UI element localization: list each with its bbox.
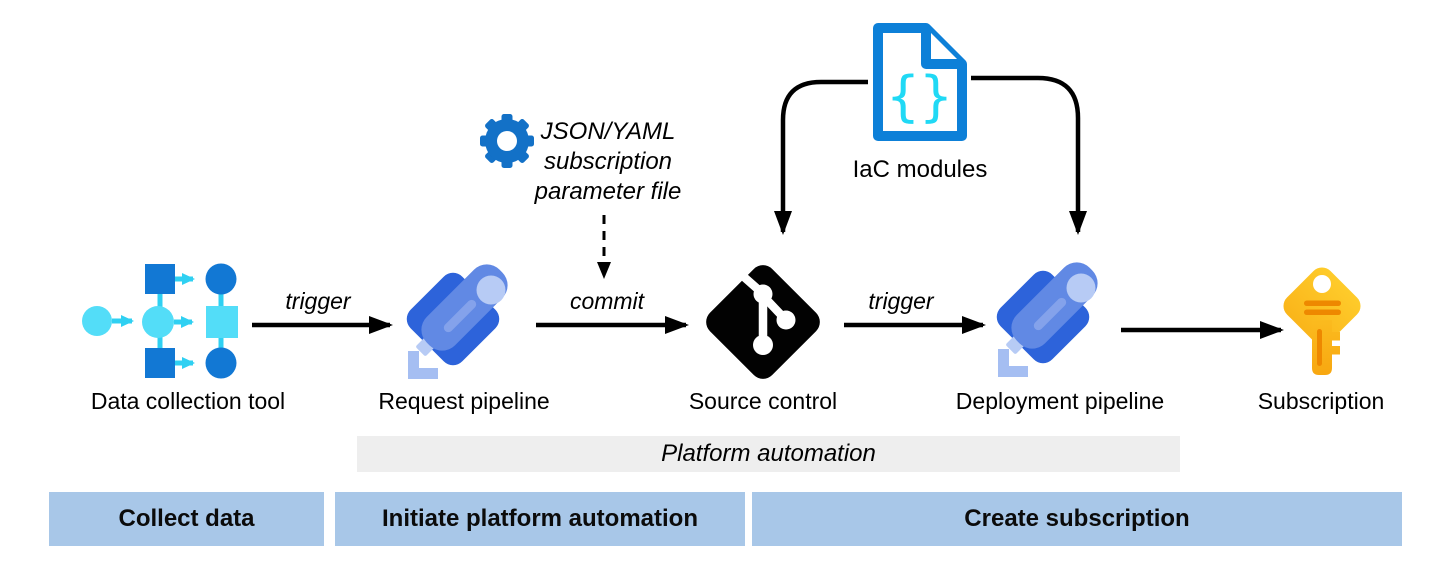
edge-label-trigger-2: trigger — [868, 288, 934, 314]
phase-initiate-label: Initiate platform automation — [381, 505, 698, 532]
phase-bar-collect-data: Collect data — [49, 492, 324, 546]
parameter-file-caption-line1: JSON/YAML — [540, 118, 676, 145]
brace-close-glyph: } — [920, 65, 953, 128]
gear-icon — [476, 111, 538, 176]
platform-automation-band: Platform automation — [357, 436, 1180, 472]
data-collection-icon — [82, 255, 247, 395]
data-collection-label: Data collection tool — [90, 388, 286, 414]
platform-automation-label: Platform automation — [661, 440, 876, 467]
phase-bar-initiate-platform-automation: Initiate platform automation — [335, 492, 745, 546]
deployment-pipeline-icon — [986, 254, 1120, 391]
iac-modules-document-icon: { } — [870, 20, 970, 149]
iac-modules-label: IaC modules — [852, 156, 988, 183]
edge-label-commit: commit — [569, 288, 645, 314]
arrow-iac-to-source-control — [774, 79, 868, 235]
arrow-iac-to-deployment — [971, 75, 1087, 235]
phase-bar-create-subscription: Create subscription — [752, 492, 1402, 546]
parameter-file-caption-line2: subscription — [543, 148, 673, 175]
request-pipeline-label: Request pipeline — [378, 388, 550, 414]
deployment-pipeline-label: Deployment pipeline — [955, 388, 1165, 414]
source-control-label: Source control — [688, 388, 838, 414]
edge-label-trigger-1: trigger — [285, 288, 351, 314]
brace-open-glyph: { — [887, 65, 920, 128]
subscription-key-icon — [1283, 262, 1375, 389]
parameter-file-caption: JSON/YAML subscription parameter file — [508, 117, 708, 207]
phase-create-subscription-label: Create subscription — [964, 505, 1190, 532]
parameter-file-caption-line3: parameter file — [534, 178, 682, 205]
source-control-git-icon — [698, 257, 828, 392]
subscription-label: Subscription — [1257, 388, 1385, 414]
phase-collect-data-label: Collect data — [118, 505, 255, 532]
request-pipeline-icon — [396, 256, 530, 393]
